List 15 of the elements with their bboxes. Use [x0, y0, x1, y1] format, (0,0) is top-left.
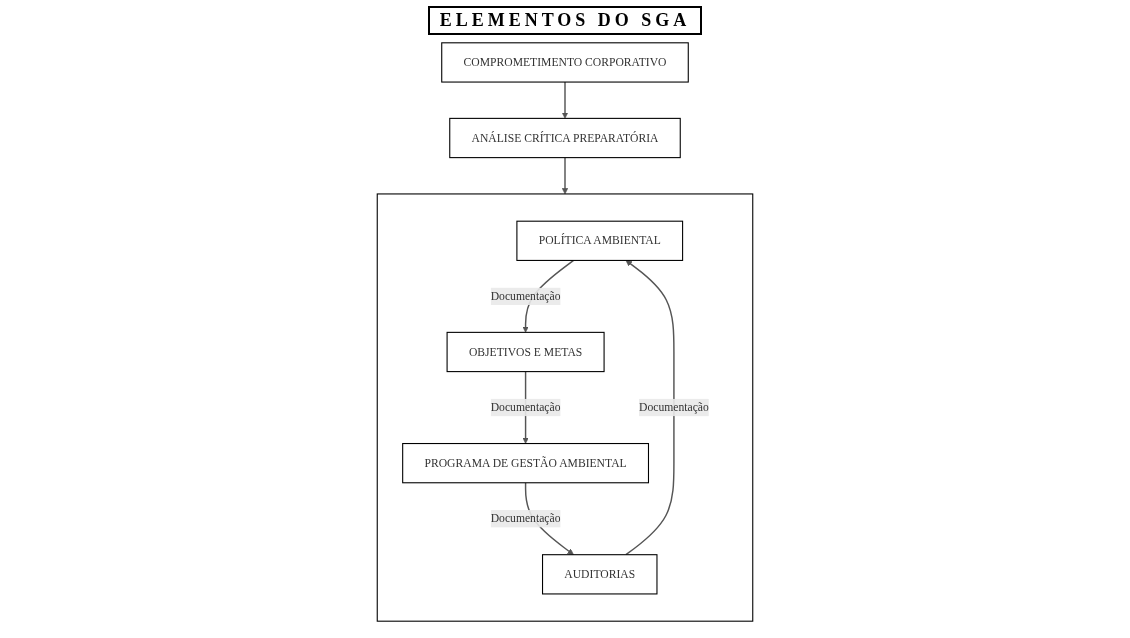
- edge-label: Documentação: [490, 401, 561, 414]
- node-box: POLÍTICA AMBIENTAL: [516, 220, 684, 261]
- edge-label: Documentação: [490, 512, 561, 525]
- arrow: [625, 260, 675, 556]
- title-heading: ELEMENTOS DO SGA: [427, 6, 703, 35]
- edge-label: Documentação: [490, 289, 561, 303]
- edge-label: Documentação: [639, 401, 709, 414]
- arrow: [561, 156, 569, 195]
- node-box: AUDITORIAS: [542, 554, 658, 595]
- node-box: ANÁLISE CRÍTICA PREPARATÓRIA: [449, 117, 681, 159]
- node-box: COMPROMETIMENTO CORPORATIVO: [441, 42, 689, 83]
- node-box: OBJETIVOS E METAS: [446, 331, 605, 373]
- cluster: [376, 193, 754, 622]
- node-box: PROGRAMA DE GESTÃO AMBIENTAL: [402, 443, 650, 484]
- arrow: [561, 81, 569, 119]
